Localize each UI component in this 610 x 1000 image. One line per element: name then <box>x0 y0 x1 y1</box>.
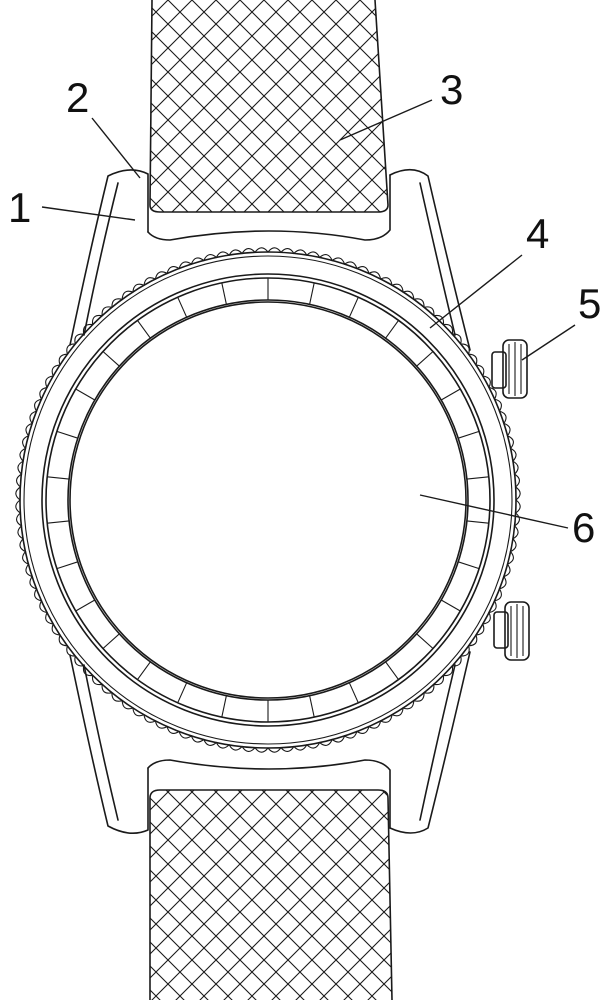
chapter-tick <box>440 388 461 401</box>
chapter-tick <box>102 633 120 649</box>
crown-lower <box>493 601 530 661</box>
chapter-tick <box>137 320 151 339</box>
bezel <box>15 247 521 753</box>
chapter-tick <box>177 682 188 704</box>
chapter-tick <box>458 561 480 570</box>
callout-3: 3 <box>440 66 463 113</box>
chapter-tick <box>348 296 359 318</box>
callout-1: 1 <box>8 184 31 231</box>
chapter-tick <box>221 695 227 718</box>
chapter-tick <box>416 351 434 367</box>
chapter-tick <box>416 633 434 649</box>
callout-5: 5 <box>578 280 601 327</box>
chapter-tick <box>309 695 315 718</box>
chapter-tick <box>75 388 96 401</box>
callout-4: 4 <box>526 210 549 257</box>
chapter-tick <box>440 599 461 612</box>
chapter-tick <box>466 476 489 480</box>
chapter-tick <box>348 682 359 704</box>
chapter-tick <box>385 320 399 339</box>
chapter-tick <box>137 661 151 680</box>
chapter-tick <box>56 561 78 570</box>
chapter-tick <box>385 661 399 680</box>
leader-lines <box>41 99 576 529</box>
chapter-tick <box>466 520 489 524</box>
screen <box>69 301 467 699</box>
chapter-tick <box>47 520 70 524</box>
chapter-ring <box>45 277 491 723</box>
chapter-tick <box>75 599 96 612</box>
callout-6: 6 <box>572 504 595 551</box>
chapter-tick <box>56 430 78 439</box>
chapter-tick <box>309 282 315 305</box>
bottom-strap <box>149 789 393 1000</box>
crown-upper <box>491 339 528 399</box>
chapter-tick <box>102 351 120 367</box>
chapter-tick <box>221 282 227 305</box>
chapter-tick <box>47 476 70 480</box>
watch-case <box>69 168 471 834</box>
chapter-tick <box>177 296 188 318</box>
callout-2: 2 <box>66 74 89 121</box>
top-strap <box>149 0 389 213</box>
chapter-tick <box>458 430 480 439</box>
